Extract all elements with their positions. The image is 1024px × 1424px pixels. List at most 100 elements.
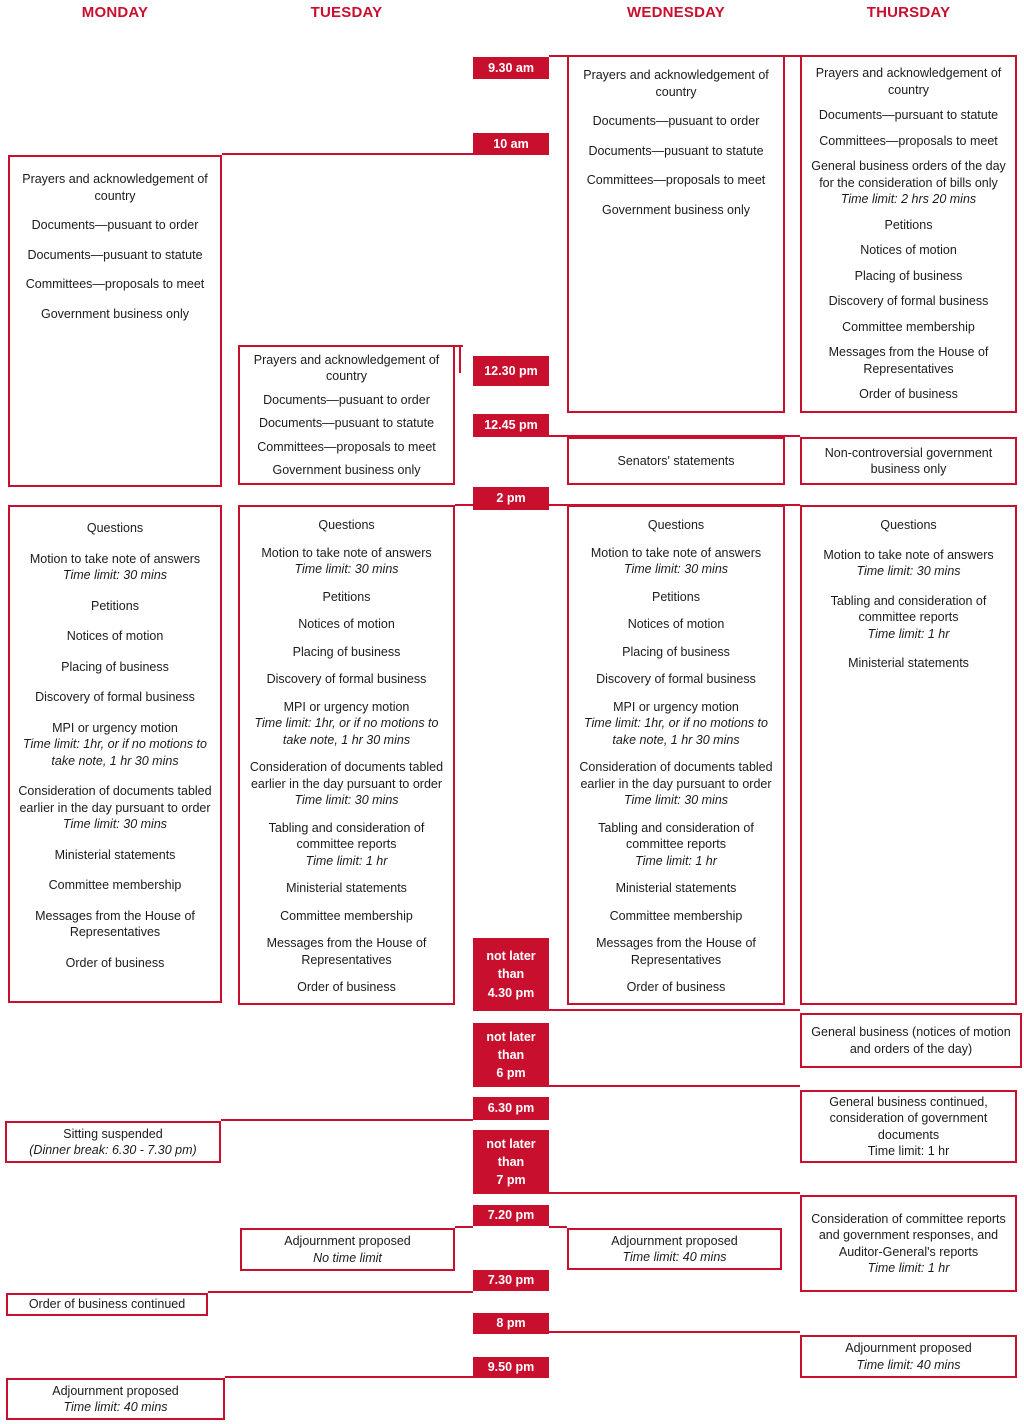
connector-line <box>208 1291 473 1293</box>
agenda-item-time-limit: Time limit: 40 mins <box>622 1250 727 1264</box>
agenda-item: Placing of business <box>573 644 779 661</box>
agenda-item-text: Notices of motion <box>627 617 725 631</box>
agenda-item-time-limit: Time limit: 30 mins <box>856 564 961 578</box>
agenda-item: Tabling and consideration of committee r… <box>573 820 779 870</box>
agenda-item-text: Sitting suspended <box>63 1126 163 1141</box>
agenda-item: Petitions <box>14 598 216 615</box>
connector-line <box>459 345 461 373</box>
agenda-item-text: Tabling and consideration of committee r… <box>268 820 425 852</box>
thursday-morning-box: Prayers and acknowledgement of country D… <box>800 55 1017 413</box>
agenda-item: Order of business <box>573 979 779 996</box>
agenda-item: Petitions <box>244 589 449 606</box>
agenda-item: Documents—pusuant to statute <box>244 415 449 432</box>
agenda-item-text: Petitions <box>91 598 139 613</box>
thursday-committee-reports-box: Consideration of committee reports and g… <box>800 1195 1017 1292</box>
agenda-item: MPI or urgency motion Time limit: 1hr, o… <box>244 699 449 749</box>
agenda-item-text: Documents—pusuant to statute <box>258 416 435 430</box>
thursday-noncontroversial-box: Non-controversial government business on… <box>800 437 1017 485</box>
agenda-item-note: Time limit: 1 hr <box>867 1144 950 1158</box>
agenda-item-text: Ministerial statements <box>54 847 176 862</box>
agenda-item: Committees—proposals to meet <box>806 133 1011 150</box>
agenda-item-time-limit: Time limit: 1hr, or if no motions to tak… <box>254 716 439 747</box>
agenda-item: Order of business <box>244 979 449 996</box>
agenda-item-text: General business orders of the day for t… <box>811 159 1006 190</box>
agenda-item-text: Order of business <box>859 387 958 401</box>
agenda-item-time-limit: Time limit: 2 hrs 20 mins <box>840 192 977 206</box>
agenda-item-time-limit: Time limit: 1 hr <box>305 853 388 868</box>
agenda-item-text: Motion to take note of answers <box>823 547 994 562</box>
agenda-item: Adjournment proposed Time limit: 40 mins <box>806 1340 1011 1373</box>
agenda-item-text: Documents—pusuant to statute <box>27 247 203 262</box>
monday-sitting-suspended-box: Sitting suspended (Dinner break: 6.30 - … <box>5 1121 221 1163</box>
agenda-item: Discovery of formal business <box>806 293 1011 310</box>
column-header-wednesday: WEDNESDAY <box>627 4 725 21</box>
connector-line <box>221 1119 473 1121</box>
agenda-item: Questions <box>573 517 779 534</box>
agenda-item-time-limit: Time limit: 1hr, or if no motions to tak… <box>23 737 207 768</box>
agenda-item: Committee membership <box>573 908 779 925</box>
monday-adjournment-box: Adjournment proposed Time limit: 40 mins <box>6 1378 225 1420</box>
agenda-item-text: Documents—pusuant to order <box>592 114 760 128</box>
agenda-item: MPI or urgency motion Time limit: 1hr, o… <box>14 720 216 770</box>
agenda-item-text: Consideration of documents tabled earlie… <box>18 784 212 815</box>
agenda-item-time-limit: Time limit: 30 mins <box>294 793 399 807</box>
agenda-item-text: Non-controversial government business on… <box>824 445 993 477</box>
agenda-item: Government business only <box>14 306 216 323</box>
thursday-general-business-box: General business (notices of motion and … <box>800 1013 1022 1068</box>
column-header-tuesday: TUESDAY <box>310 4 383 21</box>
agenda-item-time-limit: Time limit: 40 mins <box>856 1357 961 1372</box>
time-badge-930am: 9.30 am <box>473 57 549 79</box>
tuesday-adjournment-box: Adjournment proposed No time limit <box>240 1228 455 1271</box>
monday-afternoon-box: Questions Motion to take note of answers… <box>8 505 222 1003</box>
agenda-item: Discovery of formal business <box>573 671 779 688</box>
agenda-item-text: Adjournment proposed <box>611 1233 738 1248</box>
agenda-item: Committees—proposals to meet <box>244 439 449 456</box>
agenda-item-text: Placing of business <box>854 268 963 283</box>
connector-line <box>549 1331 800 1333</box>
agenda-item-text: Motion to take note of answers <box>261 545 432 560</box>
agenda-item-time-limit: Time limit: 1 hr <box>867 626 950 641</box>
agenda-item-time-limit: No time limit <box>313 1250 382 1265</box>
agenda-item-text: Adjournment proposed <box>52 1383 179 1398</box>
agenda-item: Non-controversial government business on… <box>806 445 1011 478</box>
agenda-item: MPI or urgency motion Time limit: 1hr, o… <box>573 699 779 749</box>
agenda-item: General business continued, consideratio… <box>806 1094 1011 1160</box>
agenda-item: Order of business <box>14 955 216 972</box>
agenda-item-text: Messages from the House of Representativ… <box>266 936 427 967</box>
agenda-item-text: Discovery of formal business <box>266 672 427 686</box>
agenda-item: Messages from the House of Representativ… <box>806 344 1011 377</box>
agenda-item: Consideration of committee reports and g… <box>806 1211 1011 1277</box>
agenda-item-text: Placing of business <box>292 644 401 659</box>
agenda-item-text: Notices of motion <box>298 617 395 631</box>
agenda-item: Motion to take note of answers Time limi… <box>573 545 779 578</box>
agenda-item-text: Committee membership <box>48 878 182 892</box>
agenda-item-text: Consideration of documents tabled earlie… <box>579 760 773 791</box>
agenda-item-text: Placing of business <box>61 659 169 674</box>
agenda-item: Documents—pusuant to order <box>573 113 779 130</box>
monday-order-of-business-continued-box: Order of business continued <box>6 1293 208 1316</box>
agenda-item-text: Committees—proposals to meet <box>257 439 436 454</box>
agenda-item: Discovery of formal business <box>14 689 216 706</box>
agenda-item: Placing of business <box>14 659 216 676</box>
agenda-item-text: General business (notices of motion and … <box>811 1025 1011 1056</box>
agenda-item-text: General business continued, consideratio… <box>829 1094 988 1142</box>
wednesday-senators-statements-box: Senators' statements <box>567 437 785 485</box>
agenda-item-text: Documents—pusuant to order <box>31 218 199 232</box>
tuesday-midday-box: Prayers and acknowledgement of country D… <box>238 345 455 485</box>
agenda-item: Committees—proposals to meet <box>14 276 216 293</box>
time-badge-630pm: 6.30 pm <box>473 1097 549 1120</box>
agenda-item-text: Prayers and acknowledgement of country <box>583 68 769 99</box>
agenda-item-time-limit: Time limit: 30 mins <box>294 562 399 576</box>
agenda-item-text: Committees—proposals to meet <box>819 133 998 148</box>
agenda-item: Petitions <box>806 217 1011 234</box>
agenda-item-text: Messages from the House of Representativ… <box>828 345 989 376</box>
agenda-item-text: Committee membership <box>280 908 413 923</box>
connector-line <box>455 504 473 506</box>
agenda-item-text: Documents—pusuant to statute <box>588 143 764 158</box>
agenda-item: Placing of business <box>806 268 1011 285</box>
time-badge-2pm: 2 pm <box>473 487 549 510</box>
agenda-item-time-limit: Time limit: 1hr, or if no motions to tak… <box>584 716 768 747</box>
agenda-item: Sitting suspended (Dinner break: 6.30 - … <box>11 1126 215 1159</box>
agenda-item-text: Consideration of documents tabled earlie… <box>249 760 444 791</box>
